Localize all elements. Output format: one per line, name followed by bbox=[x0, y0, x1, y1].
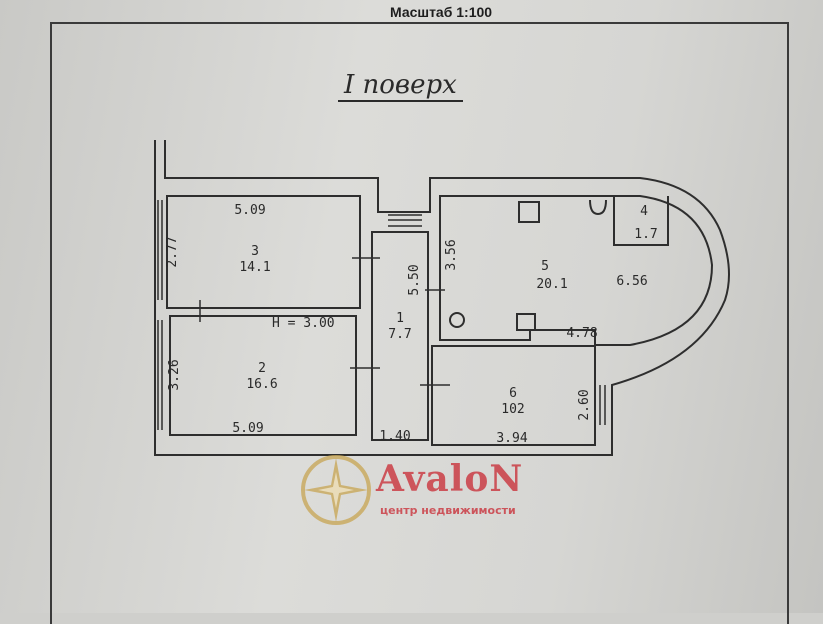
room-5-length: 6.56 bbox=[616, 274, 647, 289]
sink-icon bbox=[516, 313, 536, 331]
room-6 bbox=[431, 345, 596, 446]
ceiling-height: H = 3.00 bbox=[272, 316, 335, 331]
room-3-width: 5.09 bbox=[234, 203, 265, 218]
stove-icon bbox=[518, 201, 540, 223]
watermark-brand: AvaloN bbox=[376, 458, 524, 500]
room-1-width: 1.40 bbox=[379, 429, 410, 444]
room-3 bbox=[166, 195, 361, 309]
room-5-depth: 3.56 bbox=[444, 239, 459, 270]
drawing-frame bbox=[50, 22, 789, 624]
watermark-subtitle: центр недвижимости bbox=[380, 504, 516, 517]
windows bbox=[157, 200, 606, 430]
avalon-watermark: AvaloN центр недвижимости bbox=[298, 452, 528, 532]
floor-title: I поверх bbox=[338, 70, 463, 102]
toilet-icon bbox=[589, 199, 607, 216]
room-2-number: 2 bbox=[258, 361, 266, 376]
room-2 bbox=[169, 315, 357, 436]
room-6-number: 6 bbox=[509, 386, 517, 401]
scale-label: Масштаб 1:100 bbox=[390, 4, 493, 20]
doors bbox=[199, 257, 450, 386]
room-2-width: 5.09 bbox=[232, 421, 263, 436]
boiler-icon bbox=[449, 312, 465, 328]
room-3-depth: 2.77 bbox=[165, 236, 180, 267]
room-1-area: 7.7 bbox=[388, 327, 411, 342]
room-6-depth: 2.60 bbox=[577, 389, 592, 420]
room-1-length: 5.50 bbox=[407, 264, 422, 295]
room-6-area: 102 bbox=[501, 402, 524, 417]
room-5 bbox=[439, 195, 714, 346]
outer-wall bbox=[154, 140, 730, 456]
room-3-area: 14.1 bbox=[239, 260, 270, 275]
room-4-area: 1.7 bbox=[634, 227, 657, 242]
room-5-area: 20.1 bbox=[536, 277, 567, 292]
room-1-number: 1 bbox=[396, 311, 404, 326]
room-5-number: 5 bbox=[541, 259, 549, 274]
room-4 bbox=[613, 196, 669, 246]
room-2-area: 16.6 bbox=[246, 377, 277, 392]
room-5-width: 4.78 bbox=[566, 326, 597, 341]
room-4-number: 4 bbox=[640, 204, 648, 219]
room-1 bbox=[371, 231, 429, 441]
room-6-width: 3.94 bbox=[496, 431, 527, 446]
compass-logo-icon bbox=[301, 455, 371, 525]
room-3-number: 3 bbox=[251, 244, 259, 259]
room-2-depth: 3.26 bbox=[167, 359, 182, 390]
